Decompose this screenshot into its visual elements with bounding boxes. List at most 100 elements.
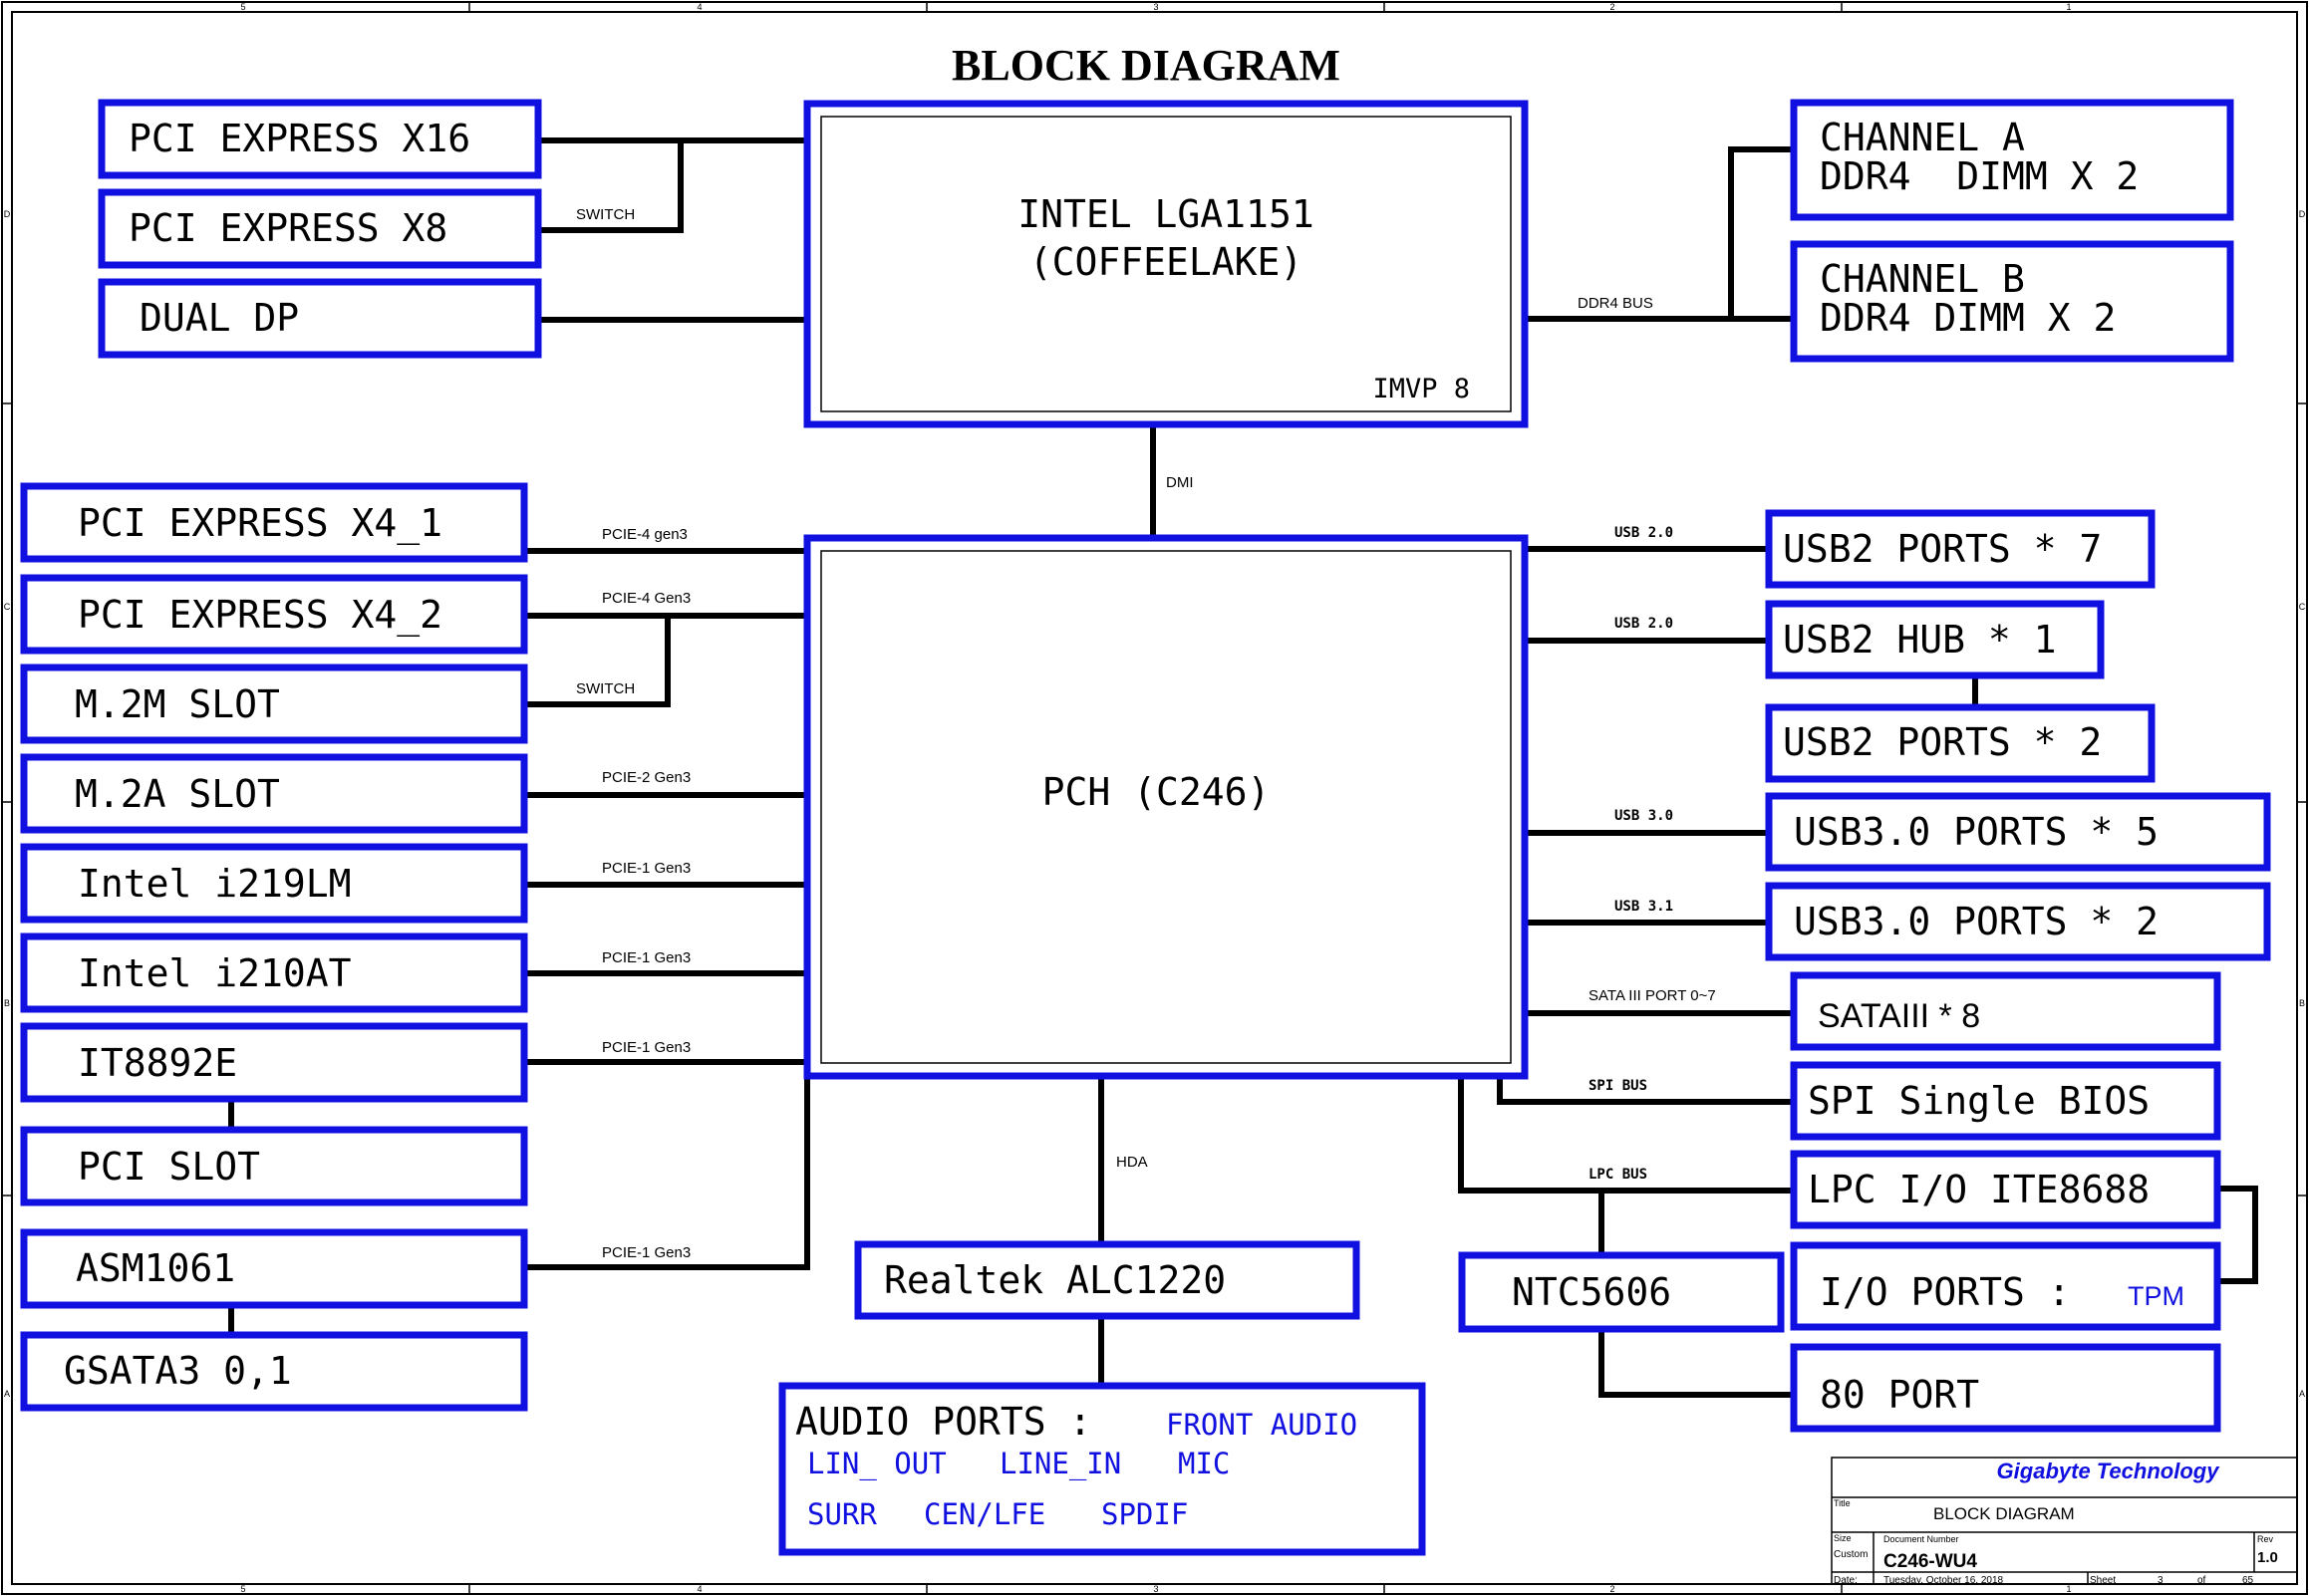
wire-label-i210: PCIE-1 Gen3 bbox=[602, 949, 691, 966]
rev-value: 1.0 bbox=[2257, 1549, 2278, 1566]
ruler-bottom-4: 4 bbox=[697, 1584, 702, 1594]
block-labels: INTEL LGA1151 (COFFEELAKE) IMVP 8 PCH (C… bbox=[64, 116, 2159, 1444]
usb3-ports-5-block bbox=[1765, 792, 2271, 872]
ruler-left-a: A bbox=[4, 1389, 10, 1399]
port80-label: 80 PORT bbox=[1820, 1373, 1979, 1417]
it8892e-label: IT8892E bbox=[78, 1041, 237, 1085]
wire-label-switch-top: SWITCH bbox=[576, 206, 635, 223]
channel-b-line2: DDR4 DIMM X 2 bbox=[1820, 296, 2116, 340]
ruler-right-a: A bbox=[2299, 1389, 2305, 1399]
size-value: Custom bbox=[1834, 1549, 1868, 1560]
wire-label-m2a: PCIE-2 Gen3 bbox=[602, 769, 691, 786]
channel-a-block bbox=[1790, 99, 2234, 221]
date-value: Tuesday, October 16, 2018 bbox=[1883, 1575, 2004, 1586]
wire-label-asm1061: PCIE-1 Gen3 bbox=[602, 1244, 691, 1261]
docnum-value: C246-WU4 bbox=[1883, 1551, 1977, 1572]
of-value: 65 bbox=[2242, 1575, 2254, 1586]
m2a-slot-block bbox=[20, 753, 528, 834]
channel-a-line1: CHANNEL A bbox=[1820, 116, 2025, 159]
company-name: Gigabyte Technology bbox=[1997, 1459, 2221, 1483]
ruler-right-b: B bbox=[2299, 998, 2305, 1008]
usb2-ports-7-label: USB2 PORTS * 7 bbox=[1783, 527, 2102, 571]
ruler-left-b: B bbox=[4, 998, 10, 1008]
usb2-ports-2-block bbox=[1765, 703, 2156, 783]
pcie-x4-1-block bbox=[20, 482, 528, 563]
it8892e-block bbox=[20, 1022, 528, 1103]
io-tpm-label: TPM bbox=[2128, 1281, 2184, 1311]
i210at-label: Intel i210AT bbox=[78, 951, 352, 995]
ruler-top-2: 2 bbox=[1609, 2, 1614, 12]
of-caption: of bbox=[2197, 1575, 2206, 1586]
blocks bbox=[20, 99, 2271, 1556]
wire-label-x4-2: PCIE-4 Gen3 bbox=[602, 590, 691, 607]
alc1220-block bbox=[854, 1240, 1360, 1320]
audio-ports-block bbox=[778, 1382, 1426, 1556]
ruler-right-c: C bbox=[2299, 602, 2306, 612]
ruler-bottom-2: 2 bbox=[1609, 1584, 1614, 1594]
wire-label-hda: HDA bbox=[1116, 1154, 1148, 1171]
pcie-x4-2-block bbox=[20, 574, 528, 655]
gsata-block bbox=[20, 1331, 528, 1412]
lpc-io-block bbox=[1790, 1150, 2221, 1229]
m2m-slot-label: M.2M SLOT bbox=[75, 682, 280, 726]
ruler-top-5: 5 bbox=[240, 2, 245, 12]
wire-labels-mono: USB 2.0 USB 2.0 USB 3.0 USB 3.1 SPI BUS … bbox=[1588, 525, 1673, 1183]
cpu-line2: (COFFEELAKE) bbox=[1029, 240, 1303, 284]
usb2-hub-block bbox=[1765, 600, 2105, 679]
audio-spdif: SPDIF bbox=[1101, 1497, 1188, 1531]
ntc5606-block bbox=[1458, 1251, 1785, 1333]
date-caption: Date: bbox=[1834, 1575, 1858, 1586]
wire-label-ddr4-bus: DDR4 BUS bbox=[1578, 295, 1653, 312]
ruler-top-3: 3 bbox=[1153, 2, 1158, 12]
inner-borders bbox=[820, 116, 1512, 1064]
cpu-footer: IMVP 8 bbox=[1372, 374, 1470, 404]
usb3-ports-2-label: USB3.0 PORTS * 2 bbox=[1794, 900, 2159, 943]
wire-label-x4-1: PCIE-4 gen3 bbox=[602, 526, 688, 543]
wire-label-dmi: DMI bbox=[1166, 474, 1194, 491]
spi-bios-label: SPI Single BIOS bbox=[1808, 1079, 2150, 1123]
wire-label-usb30: USB 3.0 bbox=[1614, 808, 1673, 824]
gsata-label: GSATA3 0,1 bbox=[64, 1349, 292, 1393]
m2a-slot-label: M.2A SLOT bbox=[75, 772, 280, 816]
ruler-left-d: D bbox=[4, 209, 11, 219]
port80-block bbox=[1790, 1343, 2221, 1433]
cpu-block bbox=[803, 100, 1529, 428]
pcie-x8-label: PCI EXPRESS X8 bbox=[129, 206, 447, 250]
usb3-ports-2-block bbox=[1765, 882, 2271, 961]
pcie-x4-2-label: PCI EXPRESS X4_2 bbox=[78, 593, 442, 638]
dual-dp-block bbox=[98, 278, 542, 359]
alc1220-label: Realtek ALC1220 bbox=[884, 1258, 1226, 1302]
ruler-bottom-3: 3 bbox=[1153, 1584, 1158, 1594]
audio-lin-out: LIN_ OUT bbox=[807, 1447, 947, 1481]
wire-label-switch-m2: SWITCH bbox=[576, 680, 635, 697]
ruler-bottom-5: 5 bbox=[240, 1584, 245, 1594]
title-caption: Title bbox=[1834, 1498, 1851, 1508]
asm1061-label: ASM1061 bbox=[76, 1246, 235, 1290]
wire-label-i219: PCIE-1 Gen3 bbox=[602, 860, 691, 877]
wire-label-usb20-a: USB 2.0 bbox=[1614, 525, 1673, 541]
pcie-x8-block bbox=[98, 188, 542, 269]
ruler-bottom-1: 1 bbox=[2066, 1584, 2071, 1594]
asm1061-block bbox=[20, 1228, 528, 1309]
usb2-hub-label: USB2 HUB * 1 bbox=[1783, 618, 2057, 662]
pcie-x4-1-label: PCI EXPRESS X4_1 bbox=[78, 501, 442, 546]
wire-label-usb31: USB 3.1 bbox=[1614, 899, 1673, 915]
channel-a-line2: DDR4 DIMM X 2 bbox=[1820, 154, 2139, 198]
pcie-x16-label: PCI EXPRESS X16 bbox=[129, 117, 470, 160]
wire-label-sata: SATA III PORT 0~7 bbox=[1588, 987, 1716, 1004]
wire-label-it8892: PCIE-1 Gen3 bbox=[602, 1039, 691, 1056]
audio-cen-lfe: CEN/LFE bbox=[924, 1497, 1045, 1531]
cpu-line1: INTEL LGA1151 bbox=[1017, 192, 1313, 236]
ntc5606-label: NTC5606 bbox=[1512, 1270, 1671, 1314]
usb2-ports-7-block bbox=[1765, 509, 2156, 589]
sheet-value: 3 bbox=[2158, 1575, 2164, 1586]
dual-dp-label: DUAL DP bbox=[140, 296, 299, 340]
title-value: BLOCK DIAGRAM bbox=[1933, 1504, 2075, 1523]
ruler-top-4: 4 bbox=[697, 2, 702, 12]
i210at-block bbox=[20, 932, 528, 1013]
audio-port-labels: FRONT AUDIO LIN_ OUT LINE_IN MIC SURR CE… bbox=[807, 1408, 1357, 1531]
wire-label-spi: SPI BUS bbox=[1588, 1078, 1647, 1094]
frame-ruler-labels: 5 4 3 2 1 5 4 3 2 1 D C B A D C B A bbox=[4, 2, 2306, 1594]
wires bbox=[228, 137, 2258, 1398]
